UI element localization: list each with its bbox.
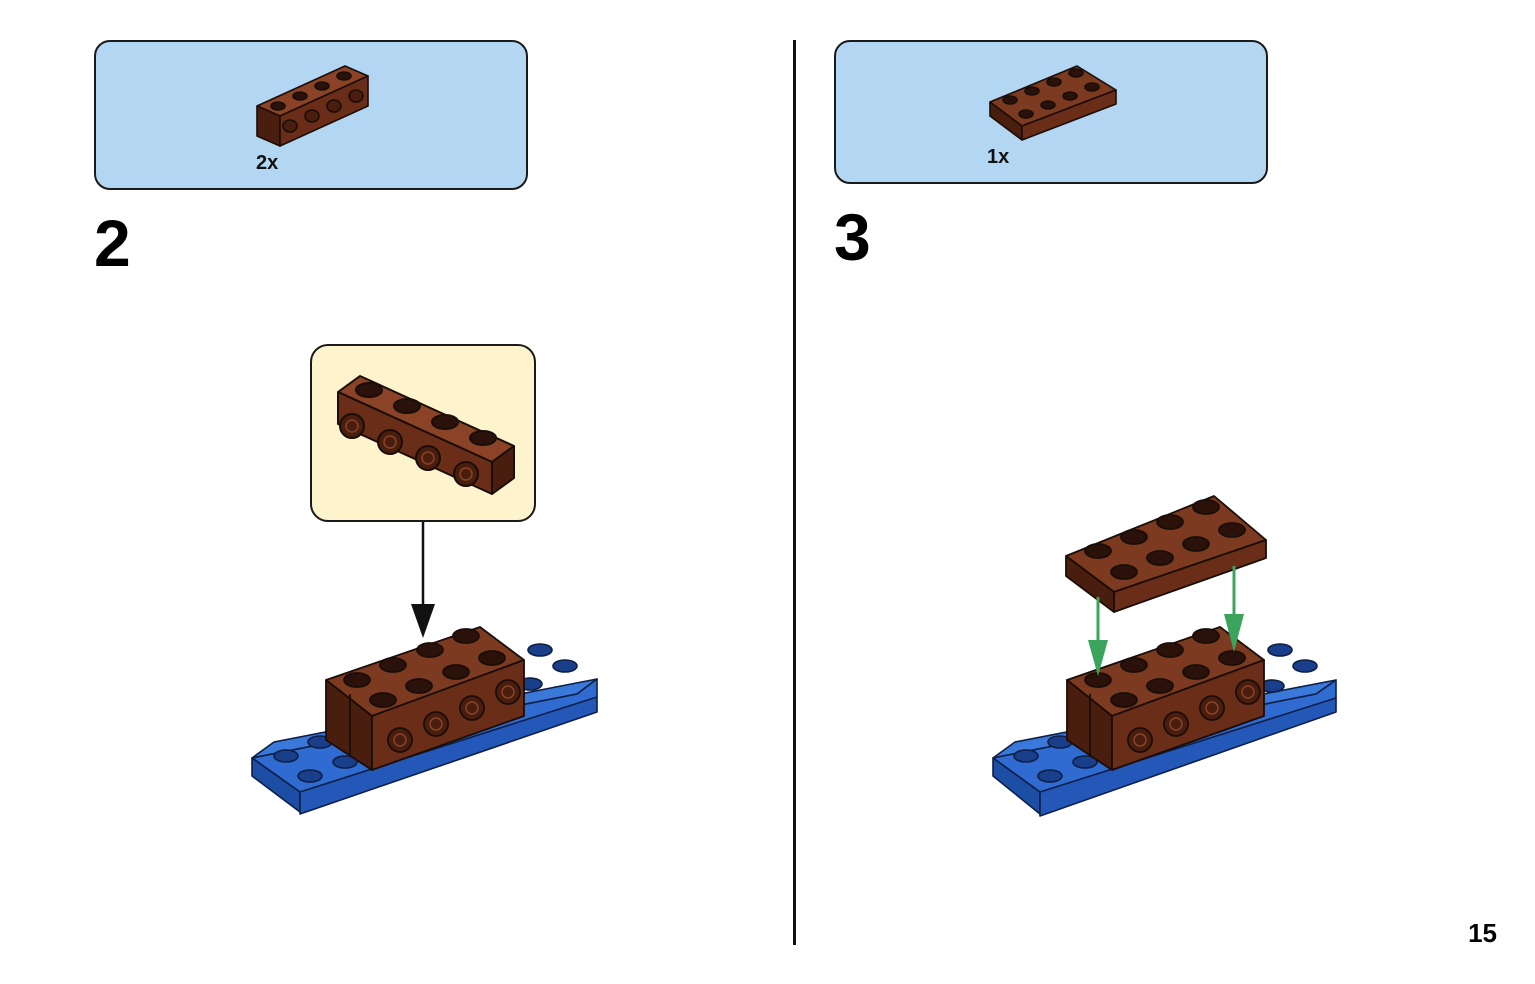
placement-arrow: [411, 522, 435, 638]
brown-1x4-brick-with-side-studs-icon: [256, 65, 369, 147]
step-number: 3: [834, 200, 871, 274]
sub-assembly-callout: [310, 344, 536, 522]
page-divider: [793, 40, 796, 945]
placement-arrow: [1088, 566, 1244, 676]
brown-brick-assembly-icon: [1066, 626, 1265, 771]
step-2-assembly-illustration: [251, 522, 598, 815]
step-number: 2: [94, 206, 131, 280]
page-number: 15: [1468, 918, 1497, 948]
part-quantity: 2x: [256, 152, 279, 174]
step-2-parts-box: 2x: [94, 40, 528, 190]
step-3-assembly-illustration: [992, 495, 1337, 817]
step-3-parts-box: 1x: [834, 40, 1268, 184]
part-quantity: 1x: [987, 146, 1010, 168]
brown-2x4-plate-icon: [1065, 495, 1267, 613]
brown-2x4-plate-icon: [989, 65, 1117, 141]
brown-1x4-brick-with-side-studs-icon: [337, 375, 515, 495]
brown-brick-assembly-icon: [325, 626, 525, 771]
